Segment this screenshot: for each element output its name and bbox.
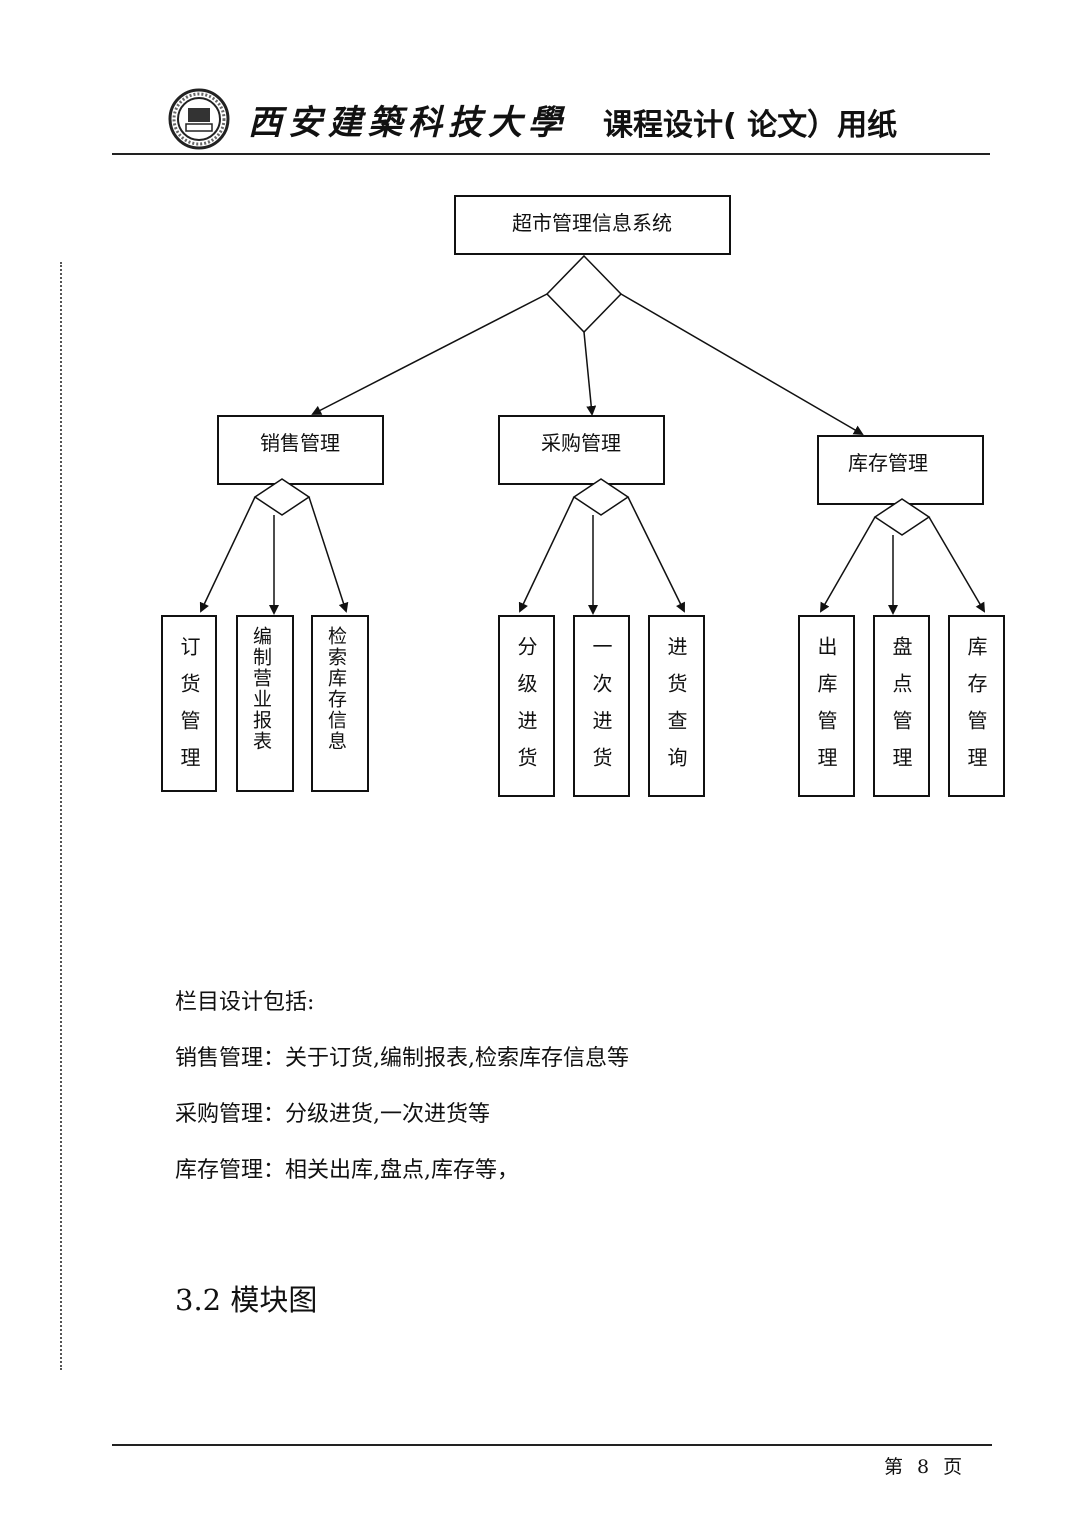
leaf-box-sales-1 <box>161 615 217 792</box>
connector-root-sales <box>311 293 548 415</box>
group-box-sales <box>217 415 384 485</box>
paper-title: 课程设计( 论文）用纸 <box>603 108 898 143</box>
leaf-label-inventory-2: 盘点管理 <box>889 636 913 784</box>
leaf-label-purchase-3: 进货查询 <box>664 636 688 784</box>
leaf-label-purchase-2: 一次进货 <box>589 636 613 784</box>
leaf-box-sales-2 <box>236 615 294 792</box>
connector-purchase-3 <box>627 496 685 613</box>
group-label-inventory: 库存管理 <box>848 451 928 475</box>
connector-root-inventory <box>620 293 864 436</box>
system-structure-diagram: 超市管理信息系统 销售管理 订货管理 编制营业报表 检索库存信息 采购管理 分级… <box>161 195 1005 797</box>
leaf-label-inventory-1: 出库管理 <box>814 636 838 784</box>
root-box <box>454 195 731 255</box>
connector-inventory-3 <box>928 516 986 613</box>
body-line-purchase: 采购管理：分级进货,一次进货等 <box>175 1102 490 1127</box>
intro-text: 栏目设计包括: <box>175 990 315 1015</box>
leaf-label-purchase-1: 分级进货 <box>514 636 538 784</box>
leaf-box-purchase-2 <box>573 615 630 797</box>
leaf-box-sales-3 <box>311 615 369 792</box>
group-diamond-purchase <box>572 478 630 516</box>
group-box-purchase <box>498 415 665 485</box>
section-heading: 3.2 模块图 <box>175 1283 318 1317</box>
group-label-sales: 销售管理 <box>260 431 340 455</box>
binding-margin-line <box>60 262 62 1370</box>
footer-rule <box>112 1444 992 1446</box>
connector-root-purchase <box>583 331 597 416</box>
leaf-label-sales-1: 订货管理 <box>177 636 201 784</box>
connector-inventory-1 <box>820 516 876 613</box>
page-number: 第 8 页 <box>884 1456 963 1478</box>
leaf-label-sales-2: 编制营业报表 <box>250 626 272 752</box>
leaf-box-purchase-1 <box>498 615 555 797</box>
leaf-box-inventory-3 <box>948 615 1005 797</box>
group-diamond-sales <box>253 478 311 516</box>
group-label-purchase: 采购管理 <box>541 431 621 455</box>
body-line-inventory: 库存管理：相关出库,盘点,库存等， <box>175 1158 519 1183</box>
leaf-box-purchase-3 <box>648 615 705 797</box>
leaf-box-inventory-2 <box>873 615 930 797</box>
body-line-sales: 销售管理：关于订货,编制报表,检索库存信息等 <box>175 1046 629 1071</box>
connector-sales-1 <box>199 496 256 613</box>
leaf-label-sales-3: 检索库存信息 <box>325 626 347 752</box>
leaf-label-inventory-3: 库存管理 <box>964 636 988 784</box>
university-name: 西安建築科技大學 <box>248 103 568 143</box>
connector-purchase-1 <box>518 496 575 613</box>
group-box-inventory <box>817 435 984 505</box>
leaf-box-inventory-1 <box>798 615 855 797</box>
connector-sales-3 <box>308 496 349 613</box>
university-seal-icon <box>168 88 230 150</box>
root-label: 超市管理信息系统 <box>512 211 672 235</box>
root-diamond <box>545 254 623 334</box>
group-diamond-inventory <box>873 498 931 536</box>
header-rule <box>112 153 990 155</box>
